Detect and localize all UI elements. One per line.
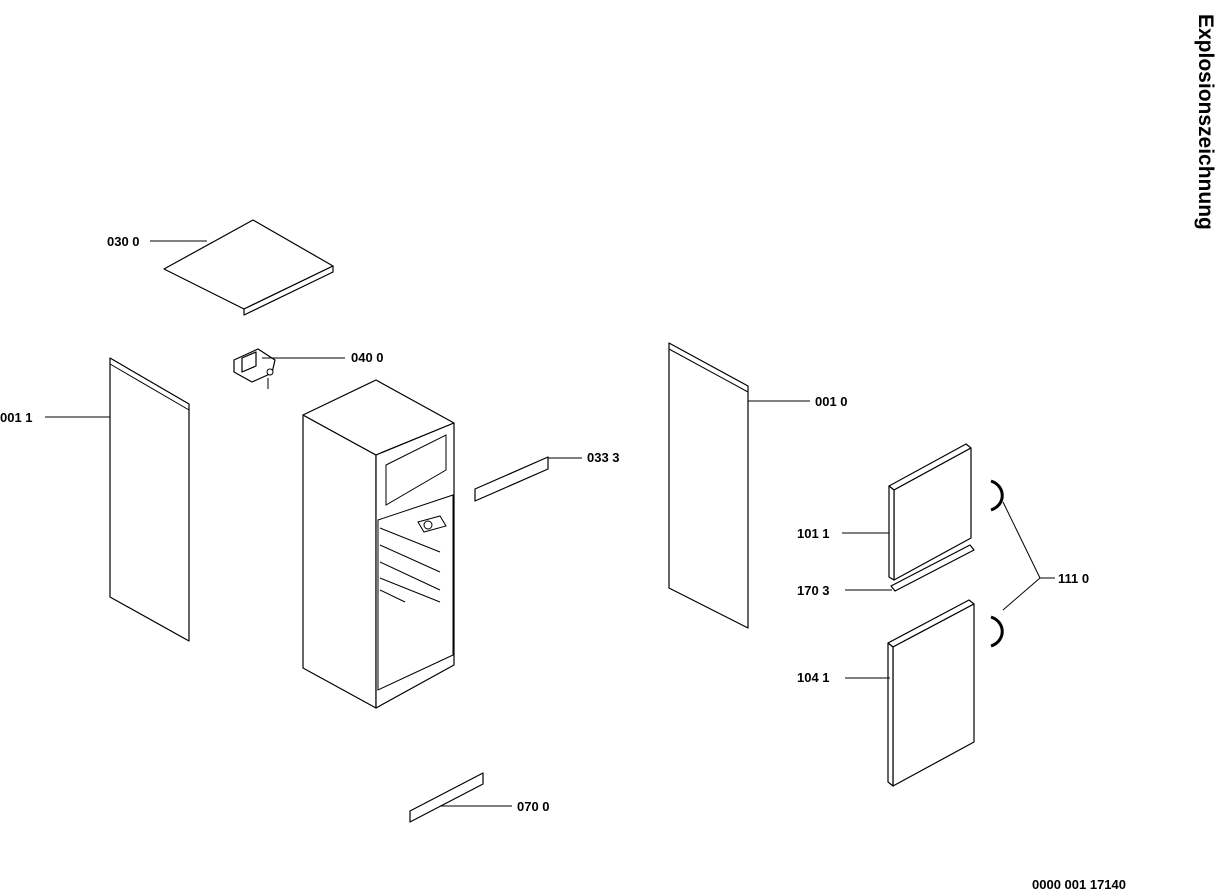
label-lower-door: 104 1 xyxy=(797,670,830,685)
part-trim-strip: 033 3 xyxy=(474,450,620,502)
part-top-cover: 030 0 xyxy=(107,219,334,316)
part-door-trim: 170 3 xyxy=(797,544,975,598)
label-upper-door: 101 1 xyxy=(797,526,830,541)
label-door-handles: 111 0 xyxy=(1058,571,1089,586)
part-lower-door: 104 1 xyxy=(797,599,975,787)
part-plinth-strip: 070 0 xyxy=(409,772,550,823)
fridge-cabinet xyxy=(302,379,455,709)
document-number: 0000 001 17140 xyxy=(1032,877,1126,892)
part-hinge-bracket: 040 0 xyxy=(233,348,384,389)
label-door-trim: 170 3 xyxy=(797,583,830,598)
label-right-side-panel: 001 0 xyxy=(815,394,848,409)
label-plinth-strip: 070 0 xyxy=(517,799,550,814)
label-top-cover: 030 0 xyxy=(107,234,140,249)
part-door-handles: 111 0 xyxy=(990,479,1089,648)
label-trim-strip: 033 3 xyxy=(587,450,620,465)
part-left-side-panel: 001 1 xyxy=(0,357,190,642)
part-right-side-panel: 001 0 xyxy=(668,342,848,629)
drawing-title: Explosionszeichnung xyxy=(1194,14,1217,230)
label-hinge-bracket: 040 0 xyxy=(351,350,384,365)
part-upper-door: 101 1 xyxy=(797,443,972,581)
label-left-side-panel: 001 1 xyxy=(0,410,33,425)
